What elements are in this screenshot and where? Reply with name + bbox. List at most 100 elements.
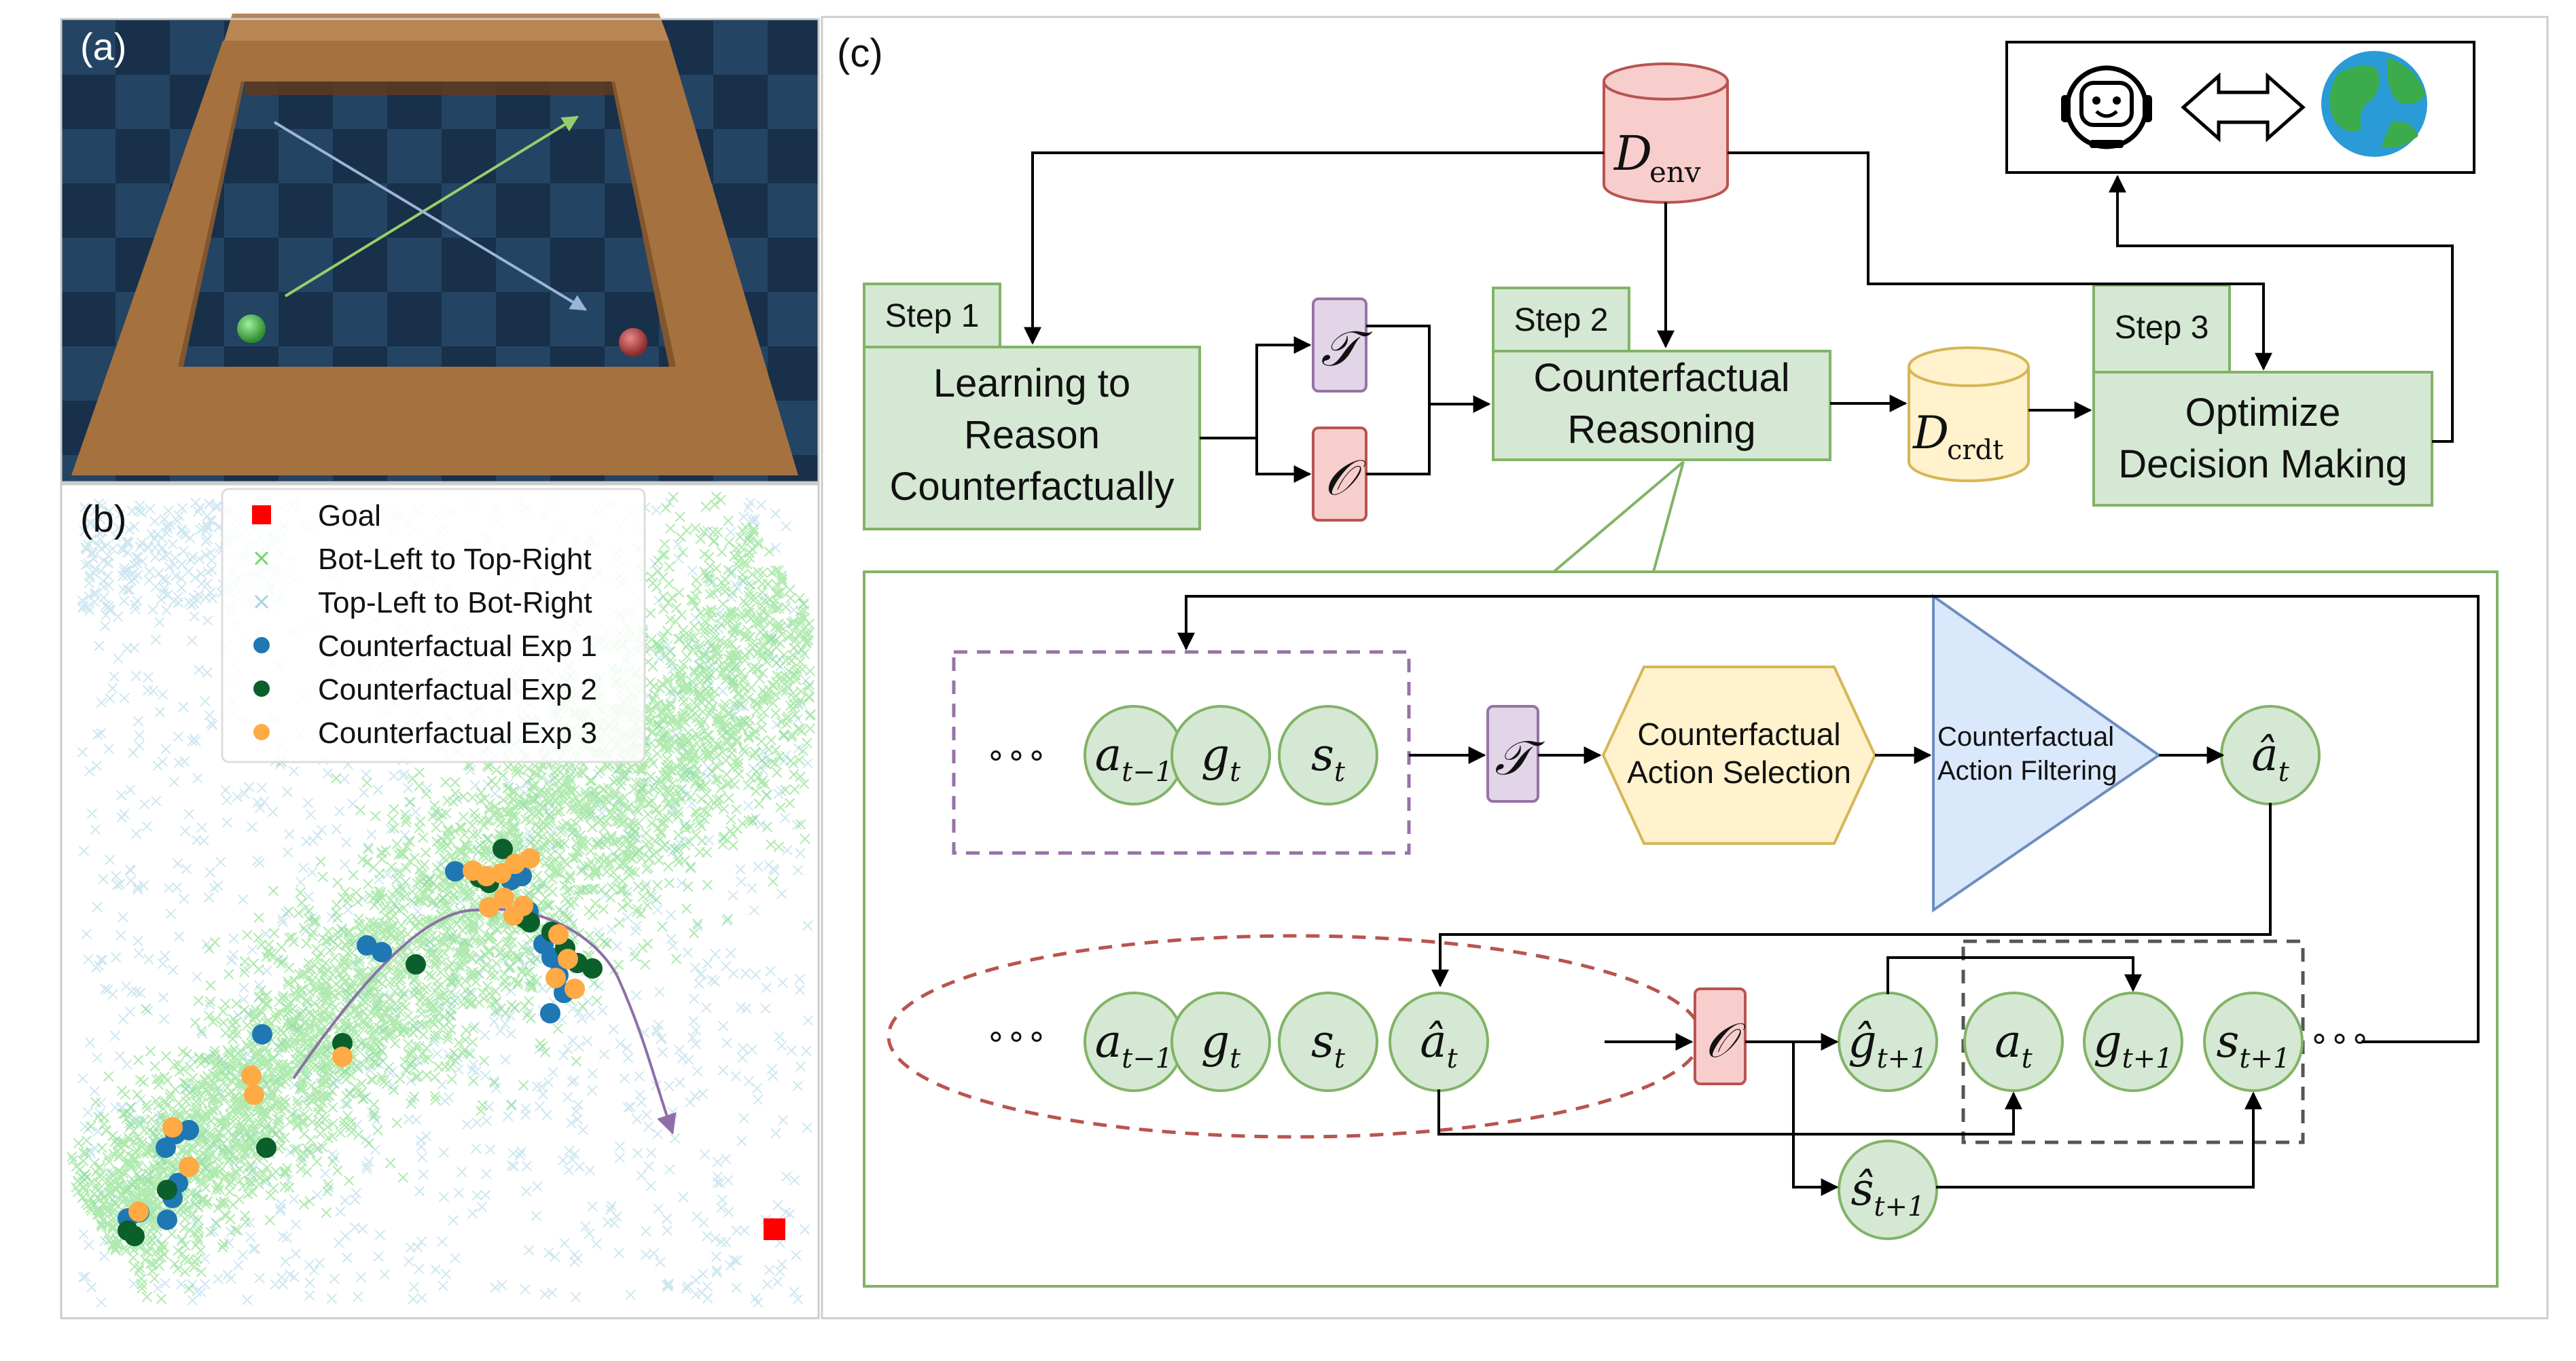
exp-3-point bbox=[162, 1117, 183, 1138]
row2-observation-box: 𝒪 bbox=[1694, 987, 1747, 1085]
node-row2-1: gt bbox=[1170, 992, 1271, 1092]
legend-x-marker bbox=[254, 551, 269, 566]
step2-line2: Reasoning bbox=[1567, 407, 1755, 452]
agent-environment-box bbox=[2005, 41, 2475, 174]
ahat-t-node: ât bbox=[2220, 705, 2321, 805]
action-selection-hexagon: Counterfactual Action Selection bbox=[1601, 666, 1877, 845]
exp-1-point bbox=[179, 1120, 199, 1140]
exp-3-point bbox=[479, 897, 499, 918]
counterfactual-trajectory-arrow bbox=[292, 907, 677, 1135]
step1-tag: Step 1 bbox=[885, 298, 980, 334]
top-transition-box: 𝒯 bbox=[1312, 297, 1372, 393]
node-g-1: gt bbox=[1170, 705, 1271, 805]
exp-1-point bbox=[157, 1210, 177, 1230]
exp-1-point bbox=[357, 935, 377, 956]
node-a-0: at−1 bbox=[1084, 705, 1184, 805]
exp-2-point bbox=[582, 958, 603, 979]
legend-label: Bot-Left to Top-Right bbox=[318, 543, 592, 576]
svg-text:gt: gt bbox=[1201, 729, 1241, 788]
step3-line1: Optimize bbox=[2185, 391, 2341, 435]
exp-1-point bbox=[445, 861, 465, 882]
ellipsis-right: ∘∘∘ bbox=[2309, 1021, 2370, 1057]
action-filtering-triangle: Counterfactual Action Filtering bbox=[1932, 594, 2162, 913]
legend-x-marker bbox=[254, 594, 269, 609]
robot-icon bbox=[2061, 65, 2152, 149]
exp-2-point bbox=[157, 1180, 177, 1200]
exp-3-point bbox=[565, 979, 585, 999]
legend-top-left-to-bot-right: Top-Left to Bot-Right bbox=[254, 586, 592, 619]
legend-counterfactual-exp-3: Counterfactual Exp 3 bbox=[253, 716, 597, 750]
exp-2-point bbox=[118, 1220, 138, 1241]
legend-label: Top-Left to Bot-Right bbox=[318, 586, 592, 619]
top-observation-box: 𝒪 bbox=[1312, 427, 1367, 522]
exp-3-point bbox=[494, 888, 514, 908]
exp-2-point bbox=[520, 912, 540, 932]
ghat-node: ĝt+1 bbox=[1838, 992, 1938, 1092]
next-node-0: at bbox=[1963, 992, 2064, 1092]
legend-bot-left-to-top-right: Bot-Left to Top-Right bbox=[254, 543, 592, 576]
step2-block: Step 2 Counterfactual Reasoning bbox=[1492, 287, 1831, 461]
legend-label: Goal bbox=[318, 499, 381, 532]
node-row2-3: ât bbox=[1389, 992, 1489, 1092]
exp-3-point bbox=[503, 905, 524, 926]
exp-3-point bbox=[545, 968, 566, 988]
svg-text:st: st bbox=[1311, 1015, 1346, 1074]
exp-2-point bbox=[256, 1138, 276, 1158]
ellipsis-row1: ∘∘∘ bbox=[986, 738, 1047, 774]
filtering-line1: Counterfactual bbox=[1937, 722, 2114, 752]
d-env-symbol: D bbox=[1613, 126, 1652, 181]
agent-ball bbox=[237, 314, 266, 343]
predicted-nodes: ĝt+1 ŝt+1 bbox=[1838, 992, 1938, 1240]
next-node-1: gt+1 bbox=[2083, 992, 2183, 1092]
double-arrow-icon bbox=[2181, 72, 2306, 143]
d-crdt-subscript: crdt bbox=[1947, 435, 2003, 466]
legend-dot-marker bbox=[253, 680, 270, 697]
panel-b-label: (b) bbox=[80, 497, 126, 540]
counterfactual-points bbox=[118, 839, 603, 1246]
svg-text:ât: ât bbox=[2251, 729, 2289, 788]
exp-3-point bbox=[244, 1085, 264, 1105]
zoom-lines bbox=[1552, 460, 1685, 573]
legend-label: Counterfactual Exp 2 bbox=[318, 673, 597, 706]
step1-line3: Counterfactually bbox=[889, 465, 1174, 509]
svg-text:gt+1: gt+1 bbox=[2093, 1015, 2172, 1074]
step1-line2: Reason bbox=[964, 413, 1100, 457]
d-env-subscript: env bbox=[1649, 156, 1701, 189]
bot-left-to-top-right-points bbox=[67, 491, 816, 1305]
exp-3-point bbox=[179, 1157, 199, 1177]
d-crdt-database: D crdt bbox=[1908, 346, 2030, 482]
exp-3-point bbox=[548, 924, 569, 945]
selection-line2: Action Selection bbox=[1627, 755, 1851, 790]
panel-c-label: (c) bbox=[837, 31, 883, 75]
legend-dot-marker bbox=[253, 637, 270, 653]
d-env-database: D env bbox=[1603, 62, 1729, 204]
exp-1-point bbox=[252, 1024, 272, 1045]
bot-left-top-right-arrow bbox=[284, 115, 579, 297]
exp-3-point bbox=[241, 1066, 262, 1086]
selection-line1: Counterfactual bbox=[1637, 716, 1840, 752]
filtering-line2: Action Filtering bbox=[1937, 756, 2117, 786]
step1-line1: Learning to bbox=[933, 361, 1130, 405]
shat-node: ŝt+1 bbox=[1838, 1140, 1938, 1240]
goal-ball bbox=[619, 328, 647, 357]
svg-text:ŝt+1: ŝt+1 bbox=[1851, 1163, 1925, 1222]
svg-text:ât: ât bbox=[1420, 1015, 1458, 1074]
svg-text:at: at bbox=[1994, 1015, 2033, 1074]
legend-goal: Goal bbox=[252, 499, 381, 532]
exp-1-point bbox=[540, 1003, 560, 1023]
node-s-2: st bbox=[1278, 705, 1378, 805]
detail-box bbox=[863, 570, 2499, 1288]
panel-c: (c) bbox=[821, 16, 2549, 1320]
legend-label: Counterfactual Exp 1 bbox=[318, 630, 597, 663]
maze-wall bbox=[71, 41, 798, 475]
d-crdt-symbol: D bbox=[1912, 407, 1949, 459]
exp-3-point bbox=[558, 949, 578, 969]
exp-3-point bbox=[332, 1047, 353, 1067]
exp-2-point bbox=[406, 954, 426, 975]
svg-text:gt: gt bbox=[1201, 1015, 1241, 1074]
